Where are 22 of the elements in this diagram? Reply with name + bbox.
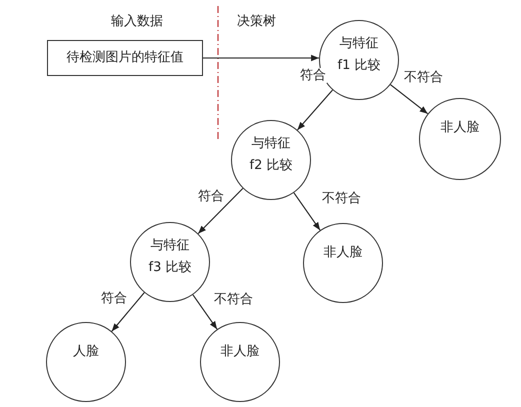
arrow	[198, 188, 244, 234]
arrow	[192, 294, 218, 330]
edge-label: 符合	[197, 189, 225, 204]
arrow	[293, 192, 321, 231]
arrow	[390, 84, 428, 114]
edge-label: 不符合	[403, 70, 444, 85]
arrow	[297, 90, 333, 130]
edge-label: 不符合	[213, 292, 254, 307]
arrow	[111, 292, 145, 332]
edge-label: 符合	[100, 291, 128, 306]
column-heading: 决策树	[236, 14, 277, 29]
edge-label: 不符合	[321, 191, 362, 206]
input-box: 待检测图片的特征值	[47, 40, 203, 76]
arrow	[203, 54, 320, 62]
column-heading: 输入数据	[110, 14, 164, 29]
decision-circle: 与特征 f2 比较	[231, 120, 311, 200]
decision-circle: 与特征 f3 比较	[130, 222, 210, 302]
decision-circle: 人脸	[46, 322, 126, 402]
decision-circle: 非人脸	[419, 98, 501, 180]
decision-circle: 非人脸	[303, 223, 383, 303]
edge-label: 符合	[299, 68, 327, 83]
decision-circle: 非人脸	[200, 322, 280, 402]
